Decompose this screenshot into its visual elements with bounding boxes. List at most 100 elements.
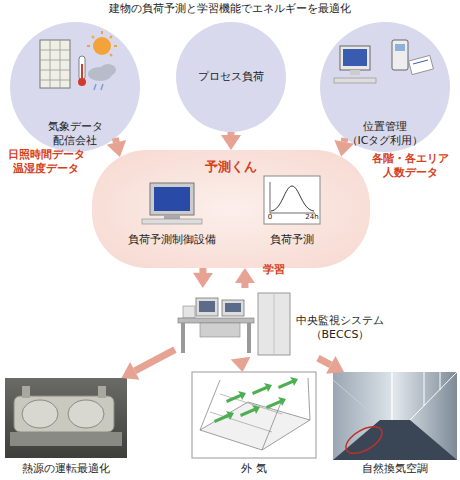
sun-symbol-part	[114, 45, 117, 47]
airflow-diagram-part	[192, 372, 316, 458]
diagram-title: 建物の負荷予測と学習機能でエネルギーを最適化	[0, 2, 460, 16]
arrow-shaft	[341, 138, 349, 142]
monitoring-desk-part	[196, 298, 218, 316]
chiller-photo-part	[98, 386, 106, 398]
pc-illustration-part	[350, 70, 360, 75]
node-label: 自然換気空調	[333, 462, 457, 476]
corridor-photo-part	[391, 372, 393, 420]
chiller-photo-part	[22, 400, 58, 428]
arrow-shaft	[241, 283, 248, 288]
equipment-box: 熱源の運転最適化	[5, 378, 127, 478]
server-cabinet-part	[274, 293, 275, 355]
airflow-diagram-part	[308, 378, 310, 420]
arrow-head	[122, 362, 140, 380]
arrow-head	[231, 357, 251, 372]
thermometer-symbol-part	[78, 78, 86, 86]
corridor-photo-part	[333, 380, 380, 420]
thermometer-symbol-part	[79, 56, 85, 80]
arrow-shaft	[115, 138, 116, 142]
flow-arrow	[235, 268, 255, 288]
pc-illustration-part	[340, 46, 370, 70]
building-illustration-part	[40, 50, 70, 51]
arrow-shaft	[318, 358, 331, 365]
thermometer-symbol-part	[81, 64, 83, 80]
monitoring-desk-part	[181, 323, 185, 353]
pc-illustration-part	[334, 78, 376, 83]
node-label: プロセス負荷	[181, 70, 281, 84]
building-illustration-part	[50, 40, 51, 88]
data-flow-label: 日照時間データ 温湿度データ	[4, 148, 88, 176]
chiller-photo-part	[22, 386, 30, 398]
equipment-box: 自然換気空調	[333, 372, 457, 478]
chiller-photo-part	[68, 400, 104, 428]
server-cabinet-part	[258, 293, 290, 355]
airflow-diagram-part	[278, 377, 298, 389]
airflow-diagram-part	[262, 400, 282, 450]
corridor-photo-part	[440, 372, 441, 390]
node-label: 中央監視システム （BECCS）	[293, 314, 387, 342]
sun-symbol-part	[110, 54, 112, 56]
corridor-photo-part	[333, 420, 457, 460]
source-circle: 気象データ 配信会社	[10, 22, 140, 152]
monitoring-desk-part	[225, 303, 241, 312]
airflow-diagram	[192, 372, 316, 458]
node-label: 外 気	[192, 462, 316, 476]
node-label: 位置管理 （ICタグ利用）	[335, 120, 435, 148]
ic-tag-reader-part	[413, 60, 428, 64]
monitoring-desk-part	[222, 300, 244, 316]
building-illustration-part	[40, 80, 70, 81]
cloud-symbol-part	[94, 84, 96, 90]
flow-arrow	[193, 268, 213, 288]
data-flow-label: 学習	[254, 263, 294, 277]
node-label: 負荷予測制御設備	[122, 233, 222, 247]
monitoring-desk-part	[183, 306, 195, 318]
arrow-shaft	[135, 350, 175, 371]
sun-symbol	[87, 31, 117, 56]
cloud-symbol-part	[101, 84, 103, 90]
airflow-diagram-part	[252, 383, 272, 395]
node-label: 負荷予測	[242, 233, 342, 247]
sun-symbol-part	[92, 36, 94, 38]
equipment-box: 負荷予測制御設備	[122, 175, 222, 247]
sun-symbol-part	[110, 36, 112, 38]
computer-illustration	[142, 183, 202, 224]
thermometer-symbol	[78, 56, 86, 86]
pc-illustration-part	[343, 49, 367, 66]
cloud-symbol	[88, 64, 116, 90]
chart-illustration-part	[271, 186, 314, 211]
monitoring-desk-part	[200, 323, 240, 337]
corridor-photo-part	[424, 372, 425, 406]
equipment-box: 中央監視システム （BECCS）	[175, 288, 387, 358]
server-cabinet	[258, 293, 290, 355]
airflow-diagram-part	[220, 394, 282, 414]
arrow-head	[334, 140, 354, 157]
chart-illustration-part	[270, 182, 271, 213]
computer-illustration-part	[164, 215, 180, 219]
flow-arrow	[231, 357, 251, 372]
sun-symbol-part	[93, 37, 111, 55]
sun-symbol-part	[101, 31, 103, 34]
ic-tag-reader	[392, 40, 433, 75]
building-illustration-part	[40, 40, 70, 88]
airflow-diagram-part	[200, 402, 310, 450]
axis-label: 0	[262, 213, 278, 222]
airflow-diagram-part	[200, 380, 220, 430]
corridor-photo-part	[333, 372, 457, 460]
corridor-photo-part	[342, 421, 387, 458]
equipment-box: 負荷予測	[242, 175, 342, 247]
node-label: 予測くん	[92, 159, 370, 175]
corridor-photo-part	[410, 372, 457, 420]
cloud-symbol-part	[88, 67, 112, 81]
flow-arrow	[221, 132, 241, 150]
monitoring-desk	[178, 298, 254, 353]
building-illustration-part	[60, 40, 61, 88]
flow-arrow	[122, 350, 175, 380]
airflow-diagram-part	[214, 411, 234, 423]
arrow-head	[235, 268, 255, 283]
monitoring-desk-part	[199, 301, 215, 312]
arrow-shaft	[228, 132, 235, 135]
computer-illustration-part	[142, 219, 202, 224]
